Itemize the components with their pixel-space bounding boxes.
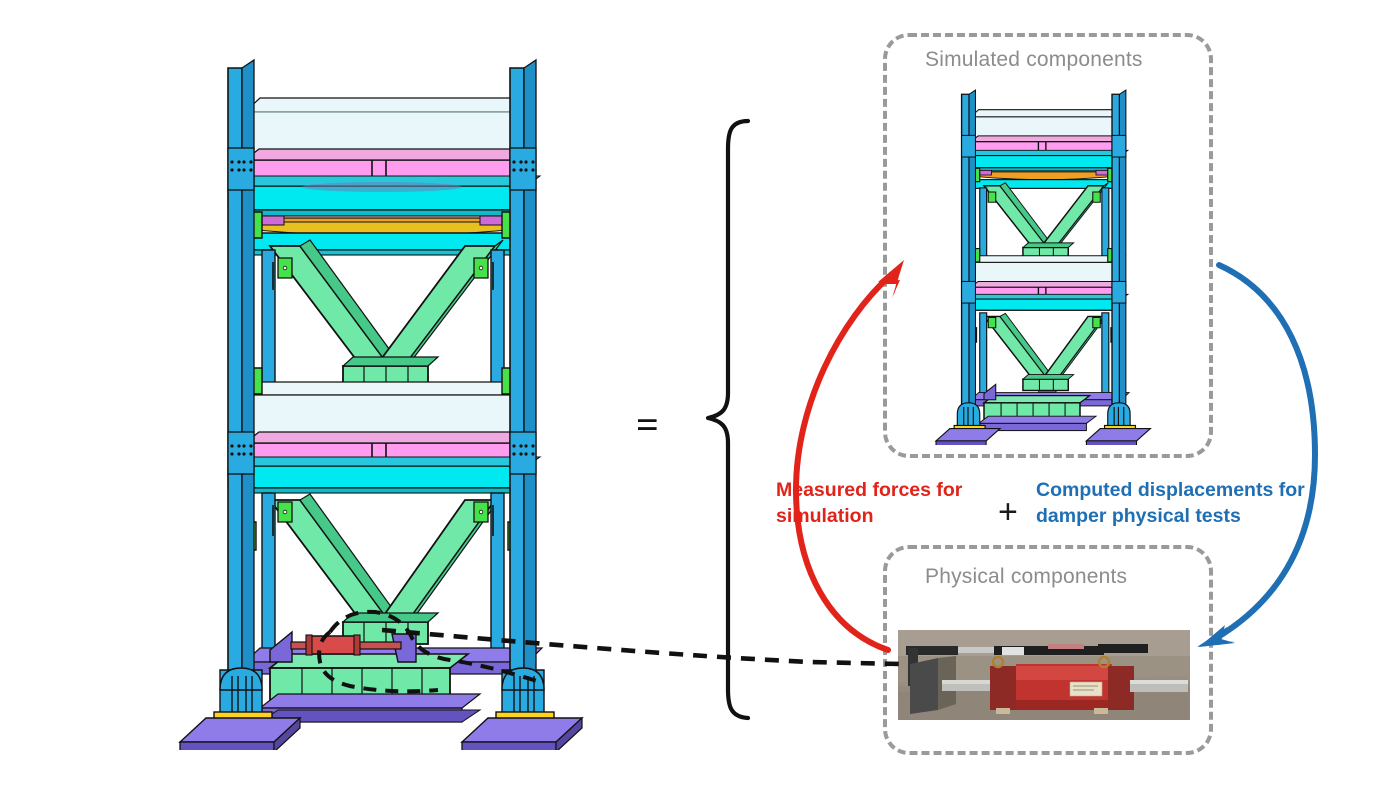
blue-curved-arrow (1195, 255, 1325, 655)
simulated-components-box (883, 33, 1213, 458)
measured-forces-label: Measured forces for simulation (776, 479, 963, 527)
equals-symbol: = (636, 402, 659, 447)
plus-symbol: + (998, 493, 1018, 531)
physical-components-label: Physical components (925, 565, 1128, 588)
simulated-components-label: Simulated components (925, 48, 1143, 71)
callout-dashed-line (380, 600, 910, 680)
computed-displacements-label: Computed displacements for damper physic… (1036, 479, 1305, 527)
simulated-frame-model (920, 85, 1176, 445)
damper-photo (898, 630, 1190, 720)
